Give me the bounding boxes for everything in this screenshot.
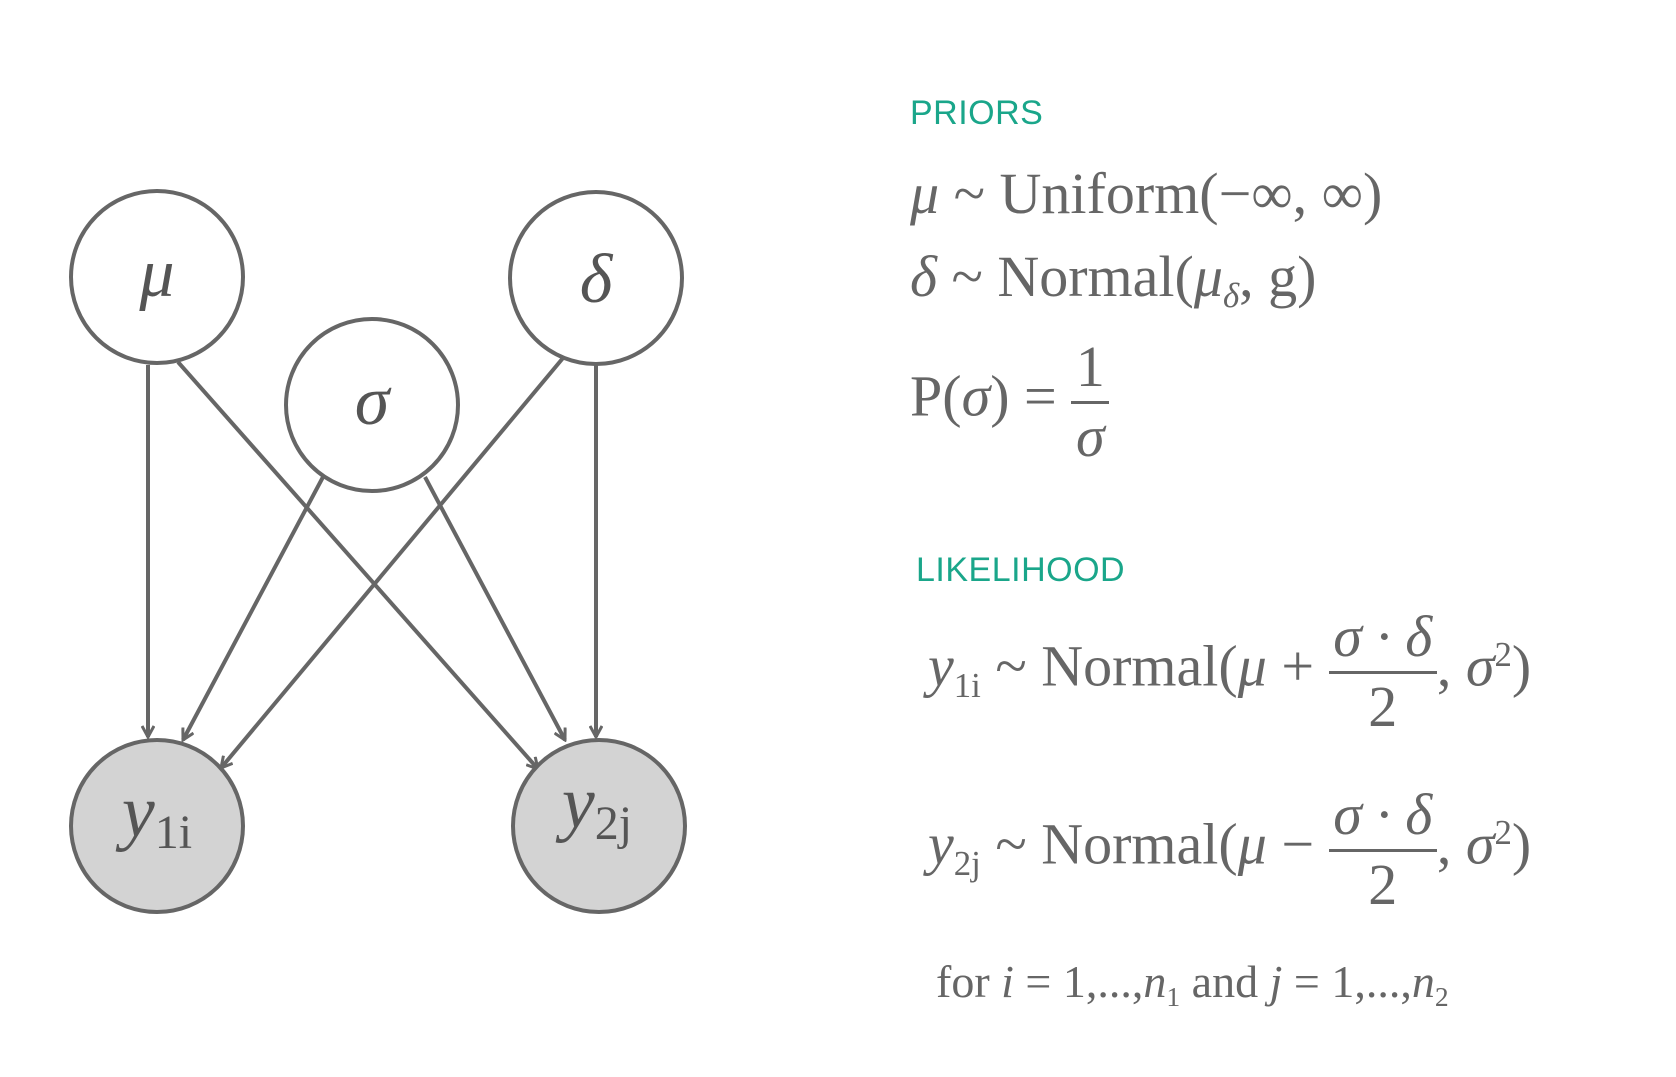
likelihood-y1-equation: y1i ~ Normal(μ + σ · δ 2 , σ2) (928, 604, 1532, 740)
index-range-note: for i = 1,...,n1 and j = 1,...,n2 (936, 956, 1449, 1012)
edge-sigma-y2 (423, 476, 567, 740)
likelihood-heading: LIKELIHOOD (916, 551, 1126, 589)
node-y1 (69, 738, 245, 914)
edge-sigma-y1 (181, 476, 325, 740)
node-delta (508, 190, 684, 366)
node-y2 (511, 738, 687, 914)
graphical-model: μ σ δ y1i y2j (69, 189, 687, 914)
prior-mu-equation: μ ~ Uniform(−∞, ∞) (910, 161, 1383, 226)
edge-mu-y2 (176, 360, 538, 769)
node-y2-label: y2j (555, 762, 632, 850)
node-mu (69, 189, 245, 365)
prior-delta-equation: δ ~ Normal(μδ, g) (910, 244, 1317, 316)
prior-sigma-equation: P(σ) = 1 σ (910, 338, 1110, 466)
likelihood-y2-fraction: σ · δ 2 (1328, 786, 1437, 914)
node-delta-label: δ (580, 241, 614, 318)
node-y1-label: y1i (115, 771, 192, 859)
priors-heading: PRIORS (910, 94, 1044, 132)
node-sigma (284, 317, 460, 493)
node-sigma-label: σ (355, 363, 392, 440)
node-mu-label: μ (138, 235, 174, 312)
edge-delta-y1 (221, 356, 565, 768)
prior-sigma-fraction: 1 σ (1071, 338, 1110, 466)
likelihood-y1-fraction: σ · δ 2 (1328, 608, 1437, 736)
likelihood-y2-equation: y2j ~ Normal(μ − σ · δ 2 , σ2) (928, 782, 1532, 918)
